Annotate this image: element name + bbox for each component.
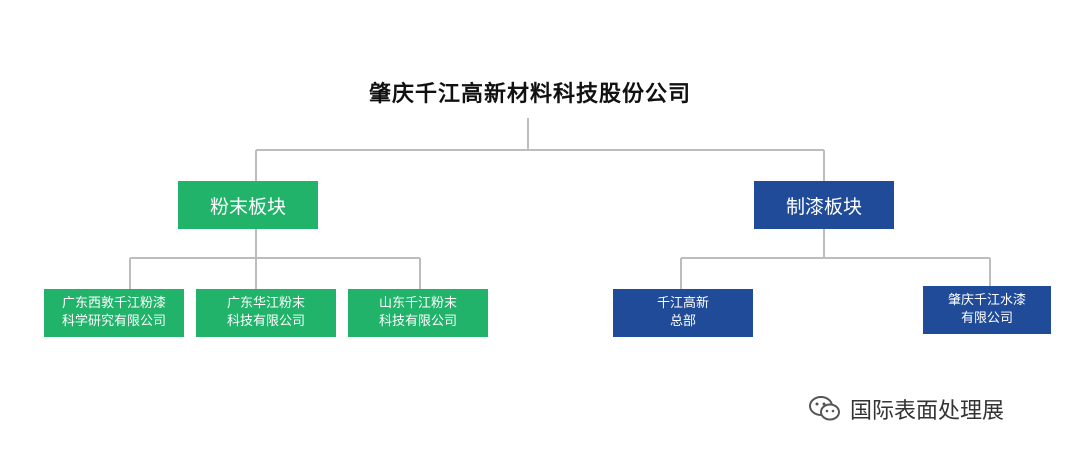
company-zhaoqing-waterpaint: 肇庆千江水漆 有限公司 xyxy=(923,286,1051,334)
company-line-2: 科学研究有限公司 xyxy=(61,314,166,329)
company-line-1: 山东千江粉末 xyxy=(378,296,457,311)
company-shandong-qianjiang: 山东千江粉末 科技有限公司 xyxy=(348,289,488,337)
company-line-2: 科技有限公司 xyxy=(378,314,457,329)
company-qianjiang-hq: 千江高新 总部 xyxy=(613,289,753,337)
company-line-2: 科技有限公司 xyxy=(226,314,305,329)
wechat-icon xyxy=(809,396,840,421)
company-line-1: 肇庆千江水漆 xyxy=(947,293,1026,308)
company-line-1: 广东西敦千江粉漆 xyxy=(61,296,166,311)
company-line-2: 总部 xyxy=(669,314,696,329)
division-powder: 粉末板块 xyxy=(178,181,318,229)
company-line-1: 千江高新 xyxy=(656,296,709,311)
root-company: 肇庆千江高新材料科技股份公司 xyxy=(368,82,691,107)
company-line-2: 有限公司 xyxy=(960,311,1013,326)
company-guangdong-huajiang: 广东华江粉末 科技有限公司 xyxy=(196,289,336,337)
watermark-text: 国际表面处理展 xyxy=(850,399,1005,424)
watermark: 国际表面处理展 xyxy=(808,392,1004,426)
company-guangdong-xidun: 广东西敦千江粉漆 科学研究有限公司 xyxy=(44,289,184,337)
division-paint: 制漆板块 xyxy=(754,181,894,229)
company-line-1: 广东华江粉末 xyxy=(226,296,305,311)
